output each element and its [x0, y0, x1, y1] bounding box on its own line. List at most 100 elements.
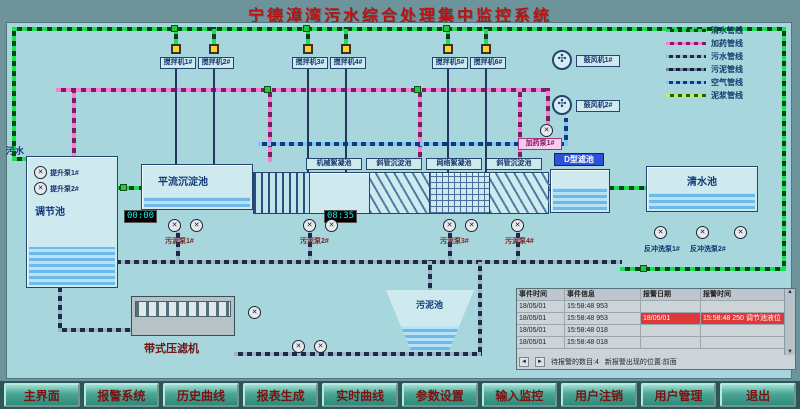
valve-icon[interactable]: [120, 184, 127, 191]
feed-pump-icon[interactable]: ✕: [292, 340, 305, 353]
lift-pump-icon[interactable]: ✕: [34, 182, 47, 195]
alarm-grid: 事件时间 事件信息 报警日期 报警时间 18/05/01 15:58:48 95…: [517, 289, 788, 349]
mixer-label: 搅拌机2#: [198, 57, 234, 69]
valve-icon[interactable]: [171, 25, 178, 32]
sludge-pump-icon[interactable]: ✕: [511, 219, 524, 232]
valve-icon[interactable]: [640, 265, 647, 272]
sludge-pump-icon[interactable]: ✕: [443, 219, 456, 232]
air-pipe: [258, 142, 568, 146]
dosing-line-swatch: [666, 41, 706, 45]
sludge-pipe: [428, 260, 432, 292]
lift-pump-label: 提升泵1#: [50, 170, 79, 177]
sludge-pump-icon[interactable]: ✕: [465, 219, 478, 232]
sludge-pump-icon[interactable]: ✕: [325, 219, 338, 232]
alarm-cell[interactable]: [701, 337, 788, 349]
alarm-scrollbar[interactable]: ▲ ▼: [784, 289, 795, 355]
mech-floc-section: [309, 173, 370, 213]
inlet-label: 污水: [6, 146, 25, 156]
mixer-motor-icon[interactable]: [341, 44, 351, 54]
bottom-nav-bar: 主界面 报警系统 历史曲线 报表生成 实时曲线 参数设置 输入监控 用户注销 用…: [0, 381, 800, 409]
sludge-pool-label: 污泥池: [416, 300, 444, 310]
legend-item: 加药管线: [666, 38, 743, 48]
nav-realtime-curve-button[interactable]: 实时曲线: [322, 383, 398, 407]
air-pipe: [564, 118, 568, 144]
nav-user-logout-button[interactable]: 用户注销: [561, 383, 637, 407]
nav-user-management-button[interactable]: 用户管理: [640, 383, 717, 407]
sludge-pipe: [308, 232, 312, 260]
backwash-pump-icon[interactable]: ✕: [734, 226, 747, 239]
water-fill: [553, 188, 607, 210]
legend-item: 污泥管线: [666, 64, 743, 74]
nav-parameter-settings-button[interactable]: 参数设置: [401, 383, 478, 407]
scroll-down-icon[interactable]: ▼: [787, 349, 793, 355]
sludge-pump-icon[interactable]: ✕: [303, 219, 316, 232]
mixer-motor-icon[interactable]: [209, 44, 219, 54]
legend-item: 空气管线: [666, 77, 743, 87]
alarm-cell[interactable]: [701, 301, 788, 313]
horizontal-sed-label: 平流沉淀池: [158, 177, 208, 188]
alarm-cell[interactable]: 18/05/01: [517, 325, 565, 337]
valve-icon[interactable]: [264, 86, 271, 93]
alarm-col-header: 报警时间: [701, 289, 788, 301]
mixer-label: 搅拌机3#: [292, 57, 328, 69]
alarm-cell[interactable]: [641, 325, 701, 337]
valve-icon[interactable]: [414, 86, 421, 93]
sludge-pump-label: 污泥泵3#: [440, 238, 469, 245]
alarm-cell[interactable]: [641, 301, 701, 313]
alarm-cell[interactable]: [701, 325, 788, 337]
alarm-cell[interactable]: 18/05/01: [517, 301, 565, 313]
nav-main-screen-button[interactable]: 主界面: [4, 383, 80, 407]
legend-label: 加药管线: [711, 38, 743, 48]
nav-input-monitor-button[interactable]: 输入监控: [481, 383, 558, 407]
mixer-shaft: [307, 68, 309, 174]
dosing-pump-icon[interactable]: ✕: [540, 124, 553, 137]
transfer-pump-icon[interactable]: ✕: [248, 306, 261, 319]
alarm-cell[interactable]: 15:58:48 018: [565, 325, 641, 337]
grid-floc-section: [429, 173, 490, 213]
nav-report-generate-button[interactable]: 报表生成: [242, 383, 319, 407]
mixer-motor-icon[interactable]: [171, 44, 181, 54]
sludge-pump-icon[interactable]: ✕: [168, 219, 181, 232]
legend-label: 空气管线: [711, 77, 743, 87]
backwash-pump-icon[interactable]: ✕: [696, 226, 709, 239]
valve-icon[interactable]: [303, 25, 310, 32]
scroll-up-icon[interactable]: ▲: [787, 289, 793, 295]
valve-icon[interactable]: [443, 25, 450, 32]
sludge-pipe: [478, 260, 482, 356]
alarm-cell[interactable]: 15:58:48 953: [565, 301, 641, 313]
nav-history-curve-button[interactable]: 历史曲线: [163, 383, 239, 407]
inlet-pipe: [12, 157, 30, 161]
alarm-next-icon[interactable]: ►: [535, 357, 545, 367]
nav-alarm-system-button[interactable]: 报警系统: [83, 383, 160, 407]
cycle-timer: 00:00: [124, 210, 158, 223]
alarm-cell[interactable]: 18/05/01: [517, 337, 565, 349]
alarm-cell-active[interactable]: 18/05/01: [641, 313, 701, 325]
sludge-pump-icon[interactable]: ✕: [190, 219, 203, 232]
nav-exit-button[interactable]: 退出: [720, 383, 796, 407]
alarm-cell-active[interactable]: 15:58:48 250 调节池液位: [701, 313, 788, 325]
water-fill: [649, 193, 755, 209]
alarm-cell[interactable]: 15:58:48 953: [565, 313, 641, 325]
dosing-pipe: [56, 88, 548, 92]
mixer-motor-icon[interactable]: [443, 44, 453, 54]
mixer-motor-icon[interactable]: [481, 44, 491, 54]
mixer-motor-icon[interactable]: [303, 44, 313, 54]
backwash-pump-label: 反冲洗泵1#: [644, 246, 680, 253]
alarm-cell[interactable]: [641, 337, 701, 349]
mixer-label: 搅拌机1#: [160, 57, 196, 69]
lift-pump-icon[interactable]: ✕: [34, 166, 47, 179]
blower-fan-icon[interactable]: ✣: [552, 50, 572, 70]
alarm-cell[interactable]: 18/05/01: [517, 313, 565, 325]
floc-sed-tank-train: [253, 172, 549, 214]
d-filter-tank: [550, 169, 610, 213]
backwash-pump-icon[interactable]: ✕: [654, 226, 667, 239]
alarm-new-position: 新报警出现的位置:前面: [604, 359, 677, 366]
clean-water-pipe: [12, 27, 16, 161]
clean-water-line-swatch: [666, 28, 706, 32]
alarm-cell[interactable]: 15:58:48 018: [565, 337, 641, 349]
dosing-pipe: [72, 88, 76, 158]
alarm-prev-icon[interactable]: ◄: [519, 357, 529, 367]
feed-pump-icon[interactable]: ✕: [314, 340, 327, 353]
alarm-table: 事件时间 事件信息 报警日期 报警时间 18/05/01 15:58:48 95…: [516, 288, 796, 370]
blower-fan-icon[interactable]: ✣: [552, 95, 572, 115]
